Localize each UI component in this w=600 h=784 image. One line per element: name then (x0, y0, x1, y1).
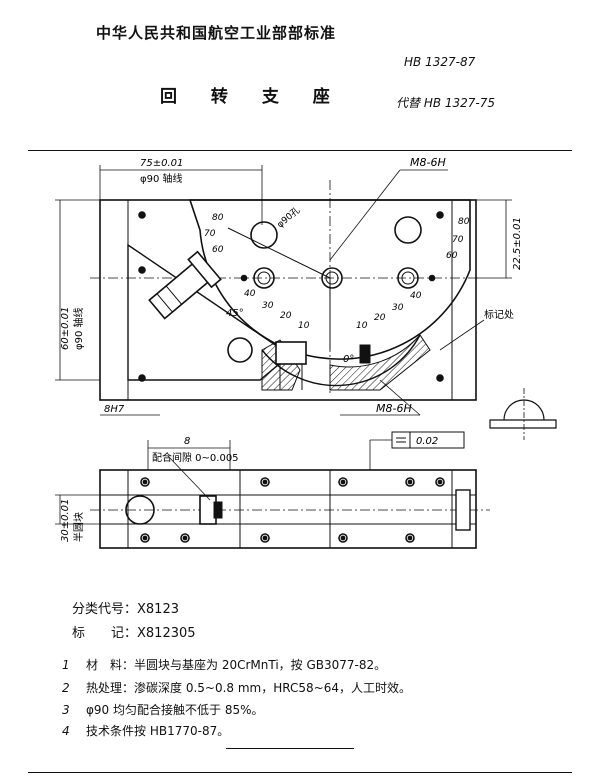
dim-right-height: 22.5±0.01 (512, 217, 523, 270)
fit-hole-label: φ90孔 (275, 205, 302, 230)
scale-left-mark-40: 40 (244, 289, 256, 299)
organization-header: 中华人民共和国航空工业部部标准 (96, 24, 337, 42)
scale-right-mark-70: 70 (452, 235, 464, 245)
axis-label-left: φ90 轴线 (72, 308, 85, 351)
marking-label: 标记处 (484, 309, 514, 321)
gap-dimension: 8 (184, 436, 190, 447)
scale-left-mark-20: 20 (280, 311, 292, 321)
engineering-drawing: 75±0.01 φ90 轴线 M8-6H 22.5±0.01 60±0.01 φ… (55, 156, 557, 549)
zero-label: 0° (343, 354, 354, 365)
scale-right-mark-80: 80 (458, 217, 470, 227)
side-label: 半圆块 (72, 512, 85, 542)
bottom-rule (28, 772, 572, 773)
scale-right-mark-30: 30 (392, 303, 404, 313)
hole (227, 337, 253, 363)
scale-left: 10 20 30 40 60 70 80 (204, 213, 310, 331)
front-dimensions (55, 165, 512, 416)
dim-top-width: 75±0.01 (140, 158, 183, 169)
angle-label: 45° (226, 308, 244, 319)
replaces-standard: 代替 HB 1327-75 (396, 96, 496, 110)
document-title: 回 转 支 座 (160, 87, 344, 107)
scale-left-mark-10: 10 (298, 321, 310, 331)
scale-right-mark-60: 60 (446, 251, 458, 261)
top-rule (28, 150, 572, 151)
hole (250, 221, 278, 249)
scale-left-mark-80: 80 (212, 213, 224, 223)
scale-left-mark-30: 30 (262, 301, 274, 311)
gap-note: 配合间隙 0~0.005 (152, 451, 239, 464)
classification-code: 分类代号：X8123 (72, 602, 179, 617)
hole (394, 216, 422, 244)
key-fit-label: 8H7 (104, 404, 125, 415)
scale-right-mark-10: 10 (356, 321, 368, 331)
front-view (90, 180, 480, 401)
scale-right-mark-40: 40 (410, 291, 422, 301)
flatness-value: 0.02 (416, 436, 438, 447)
hole (253, 267, 275, 289)
plan-dimensions (55, 388, 557, 525)
dim-side-height: 30±0.01 (60, 499, 71, 542)
scale-left-mark-70: 70 (204, 229, 216, 239)
plan-view (90, 469, 490, 549)
plan-hole (125, 495, 155, 525)
hole (397, 267, 419, 289)
scale-left-mark-60: 60 (212, 245, 224, 255)
hole (321, 267, 343, 289)
plan-outline (99, 469, 477, 549)
end-rule (226, 748, 354, 749)
axis-label-top: φ90 轴线 (140, 172, 183, 185)
scale-right-mark-20: 20 (374, 313, 386, 323)
thread-label-bottom: M8-6H (376, 402, 412, 415)
marking-code: 标 记：X812305 (72, 626, 196, 641)
flatness-frame: 0.02 (391, 431, 465, 449)
dim-left-height: 60±0.01 (60, 307, 71, 350)
screw-head (275, 341, 307, 365)
standard-number: HB 1327-87 (404, 55, 476, 69)
thread-label-top: M8-6H (410, 156, 446, 169)
clamp-bolt (148, 250, 222, 320)
scale-right: 10 20 30 40 60 70 80 (356, 217, 470, 331)
